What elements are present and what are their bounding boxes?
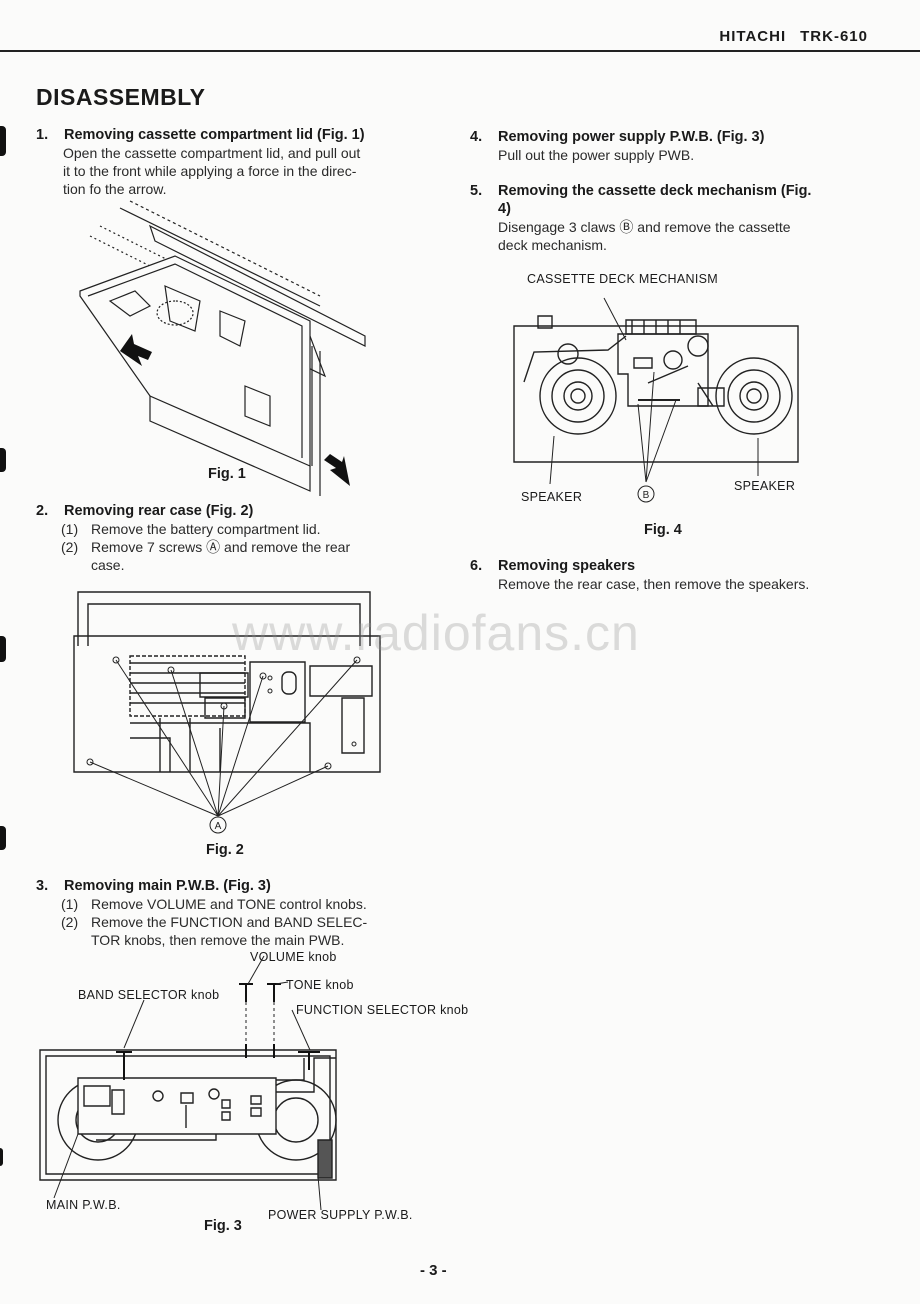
section-body: Open the cassette compartment lid, and p… xyxy=(63,144,436,198)
fig3-label-power-pwb: POWER SUPPLY P.W.B. xyxy=(268,1208,413,1222)
section-body: (1) Remove VOLUME and TONE control knobs… xyxy=(61,895,436,949)
text-line: tion fo the arrow. xyxy=(63,181,167,197)
step-label: (1) xyxy=(61,896,79,912)
step-text: Remove the battery compartment lid. xyxy=(91,521,321,537)
section-title: Removing power supply P.W.B. (Fig. 3) xyxy=(498,129,765,145)
page-number: - 3 - xyxy=(420,1262,447,1279)
section-number: 4. xyxy=(470,129,483,145)
text-line: Remove the rear case, then remove the sp… xyxy=(498,576,810,592)
watermark: www.radiofans.cn xyxy=(232,605,640,661)
binding-mark xyxy=(0,126,6,156)
section-body: Pull out the power supply PWB. xyxy=(498,146,890,164)
section-3: 3. Removing main P.W.B. (Fig. 3) (1) Remo… xyxy=(36,877,436,949)
section-title: Removing rear case (Fig. 2) xyxy=(64,503,254,519)
fig4-caption: Fig. 4 xyxy=(644,522,682,538)
fig4-marker: B xyxy=(643,490,650,501)
section-5: 5. Removing the cassette deck mechanism (… xyxy=(470,182,890,254)
fig1-illustration xyxy=(80,196,380,506)
binding-mark xyxy=(0,826,6,850)
text-line: it to the front while applying a force i… xyxy=(63,163,357,179)
fig1-caption: Fig. 1 xyxy=(208,466,246,482)
fig3-label-function: FUNCTION SELECTOR knob xyxy=(296,1003,469,1017)
fig2-marker: A xyxy=(215,821,222,832)
section-title: Removing the cassette deck mechanism (Fi… xyxy=(498,183,812,199)
section-body: (1) Remove the battery compartment lid. … xyxy=(61,520,436,574)
fig3-label-band: BAND SELECTOR knob xyxy=(78,988,220,1002)
section-body: Disengage 3 claws Ⓑ and remove the casse… xyxy=(498,218,890,254)
section-6: 6. Removing speakers Remove the rear case… xyxy=(470,557,890,593)
step: (2) Remove the FUNCTION and BAND SELEC- … xyxy=(61,913,436,949)
section-2: 2. Removing rear case (Fig. 2) (1) Remove… xyxy=(36,502,436,574)
step: (2) Remove 7 screws Ⓐ and remove the rea… xyxy=(61,538,436,574)
step: (1) Remove VOLUME and TONE control knobs… xyxy=(61,895,436,913)
fig4-label-speaker-right: SPEAKER xyxy=(734,479,796,493)
fig3-caption: Fig. 3 xyxy=(204,1218,242,1234)
text-line: deck mechanism. xyxy=(498,237,607,253)
text-line: Open the cassette compartment lid, and p… xyxy=(63,145,361,161)
section-title: Removing cassette compartment lid (Fig. … xyxy=(64,127,365,143)
section-number: 3. xyxy=(36,878,49,894)
model-number: TRK-610 xyxy=(800,28,868,45)
section-title: Removing main P.W.B. (Fig. 3) xyxy=(64,878,271,894)
section-heading: 3. Removing main P.W.B. (Fig. 3) xyxy=(36,877,436,895)
binding-mark xyxy=(0,636,6,662)
step-text: Remove 7 screws Ⓐ and remove the rear xyxy=(91,539,351,555)
section-body: Remove the rear case, then remove the sp… xyxy=(498,575,890,593)
section-heading: 2. Removing rear case (Fig. 2) xyxy=(36,502,436,520)
fig4-illustration: B xyxy=(508,288,808,510)
binding-mark xyxy=(0,448,6,472)
fig3-label-tone: TONE knob xyxy=(286,978,354,992)
section-heading: 5. Removing the cassette deck mechanism (… xyxy=(470,182,890,218)
section-1: 1. Removing cassette compartment lid (Fig… xyxy=(36,126,436,198)
step: (1) Remove the battery compartment lid. xyxy=(61,520,436,538)
fig4-label-deck: CASSETTE DECK MECHANISM xyxy=(527,272,718,286)
fig3-label-volume: VOLUME knob xyxy=(250,950,337,964)
header-rule xyxy=(0,50,920,52)
section-heading: 4. Removing power supply P.W.B. (Fig. 3) xyxy=(470,128,890,146)
step-text: Remove VOLUME and TONE control knobs. xyxy=(91,896,367,912)
section-heading: 6. Removing speakers xyxy=(470,557,890,575)
step-label: (2) xyxy=(61,914,79,930)
fig2-illustration: A xyxy=(70,588,390,838)
fig2-caption: Fig. 2 xyxy=(206,842,244,858)
fig3-illustration xyxy=(36,960,346,1210)
section-number: 5. xyxy=(470,183,483,199)
text-line: Disengage 3 claws Ⓑ and remove the casse… xyxy=(498,219,791,235)
fig4-label-speaker-left: SPEAKER xyxy=(521,490,583,504)
step-text: case. xyxy=(91,557,125,573)
step-label: (1) xyxy=(61,521,79,537)
step-label: (2) xyxy=(61,539,79,555)
section-title-cont: 4) xyxy=(498,201,511,217)
section-heading: 1. Removing cassette compartment lid (Fig… xyxy=(36,126,436,144)
binding-mark xyxy=(0,1148,3,1166)
brand-name: HITACHI xyxy=(719,28,787,45)
header-brand: HITACHI TRK-610 xyxy=(719,28,868,45)
section-4: 4.Removing power supply P.W.B. (Fig. 3) … xyxy=(470,128,890,164)
fig3-label-main-pwb: MAIN P.W.B. xyxy=(46,1198,121,1212)
section-title: Removing speakers xyxy=(498,558,636,574)
page-title: DISASSEMBLY xyxy=(36,84,206,110)
section-number: 6. xyxy=(470,558,483,574)
step-text: Remove the FUNCTION and BAND SELEC- xyxy=(91,914,368,930)
section-number: 1. xyxy=(36,127,49,143)
text-line: Pull out the power supply PWB. xyxy=(498,147,695,163)
section-number: 2. xyxy=(36,503,49,519)
step-text: TOR knobs, then remove the main PWB. xyxy=(91,932,345,948)
